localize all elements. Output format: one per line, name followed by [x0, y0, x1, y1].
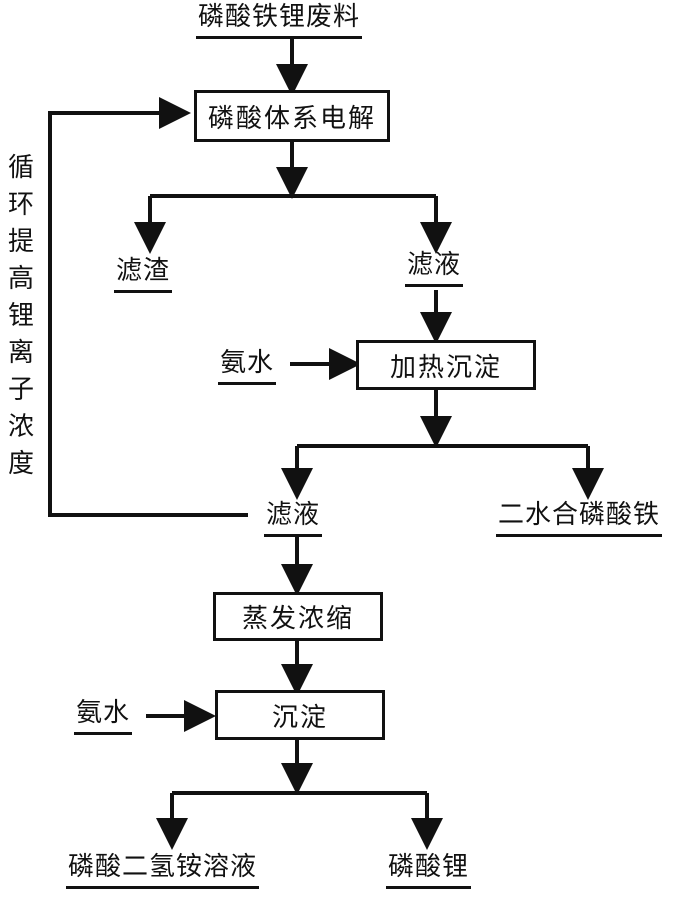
- recycle-char: 子: [7, 375, 34, 405]
- recycle-char: 度: [7, 449, 34, 479]
- filtrate-2-label: 滤液: [264, 500, 323, 537]
- recycle-char: 环: [7, 190, 34, 220]
- lithium-phosphate-label: 磷酸锂: [386, 852, 472, 889]
- input-waste-label: 磷酸铁锂废料: [196, 2, 363, 39]
- recycle-char: 浓: [7, 412, 34, 442]
- heat-precipitation-step: 加热沉淀: [356, 340, 536, 390]
- iron-phosphate-label: 二水合磷酸铁: [496, 500, 663, 537]
- precipitation-step: 沉淀: [215, 690, 385, 740]
- ammonia-2-label: 氨水: [74, 698, 133, 735]
- recycle-char: 高: [7, 264, 34, 294]
- recycle-char: 离: [7, 338, 34, 368]
- filtrate-1-label: 滤液: [405, 250, 464, 287]
- precipitation-label: 沉淀: [271, 702, 328, 733]
- electrolysis-step: 磷酸体系电解: [194, 90, 390, 142]
- evaporation-label: 蒸发浓缩: [241, 604, 354, 634]
- recycle-char: 提: [7, 227, 34, 257]
- evaporation-step: 蒸发浓缩: [213, 592, 383, 641]
- recycle-char: 循: [7, 153, 34, 183]
- ammonium-solution-label: 磷酸二氢铵溶液: [66, 852, 260, 889]
- ammonia-1-label: 氨水: [218, 348, 277, 385]
- residue-label: 滤渣: [114, 256, 173, 293]
- heat-precipitation-label: 加热沉淀: [389, 352, 502, 383]
- recycle-label: 循 环 提 高 锂 离 子 浓 度: [6, 150, 36, 483]
- recycle-loop-line: [48, 97, 248, 517]
- electrolysis-label: 磷酸体系电解: [207, 103, 376, 134]
- recycle-char: 锂: [7, 301, 34, 331]
